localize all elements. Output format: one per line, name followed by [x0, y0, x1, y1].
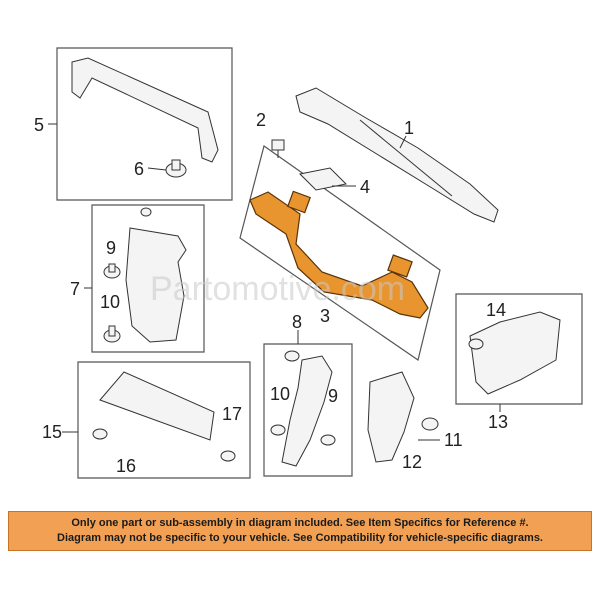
callout-7: 7: [70, 279, 80, 299]
notice-line-1: Only one part or sub-assembly in diagram…: [71, 517, 529, 529]
push-pin-part-6: [165, 159, 187, 178]
deflector-part-15: [99, 371, 215, 441]
callout-10-right: 10: [270, 384, 290, 404]
side-shield-part: [125, 227, 187, 343]
upper-support-part-1: [295, 87, 499, 223]
box-item-15: [77, 361, 251, 479]
shield-part-11: [367, 371, 440, 463]
clip-part-top-left: [140, 207, 152, 217]
callout-9-right: 9: [328, 386, 338, 406]
bolt-part-2: [271, 139, 285, 158]
callout-6: 6: [134, 159, 144, 179]
callout-10-left: 10: [100, 292, 120, 312]
callout-12: 12: [402, 452, 422, 472]
callout-14: 14: [486, 300, 506, 320]
upper-bracket-part: [71, 57, 219, 163]
lower-crossmember-part-3[interactable]: [249, 191, 429, 319]
box-item-5: [56, 47, 233, 201]
callout-1: 1: [404, 118, 414, 138]
callout-4: 4: [360, 177, 370, 197]
watermark: Partomotive.com: [150, 270, 405, 308]
bracket-part-8: [281, 355, 333, 467]
callout-9-left: 9: [106, 238, 116, 258]
clip-part-9-left: [103, 263, 121, 279]
callout-11: 11: [444, 430, 463, 450]
box-item-13: [455, 293, 583, 405]
box-item-7: [91, 204, 205, 353]
callout-15: 15: [42, 422, 62, 442]
clip-part-10-left: [103, 325, 121, 343]
callout-16: 16: [116, 456, 136, 476]
box-item-3: [239, 145, 441, 361]
callout-2: 2: [256, 110, 266, 130]
callout-13: 13: [488, 412, 508, 432]
callout-3: 3: [320, 306, 330, 326]
side-panel-part-13: [469, 311, 561, 395]
callout-17: 17: [222, 404, 242, 424]
plate-part-4: [298, 167, 348, 191]
notice-banner: Only one part or sub-assembly in diagram…: [8, 511, 592, 551]
notice-line-2: Diagram may not be specific to your vehi…: [57, 532, 543, 544]
callout-8: 8: [292, 312, 302, 332]
box-item-8: [263, 343, 353, 477]
callout-5: 5: [34, 115, 44, 135]
